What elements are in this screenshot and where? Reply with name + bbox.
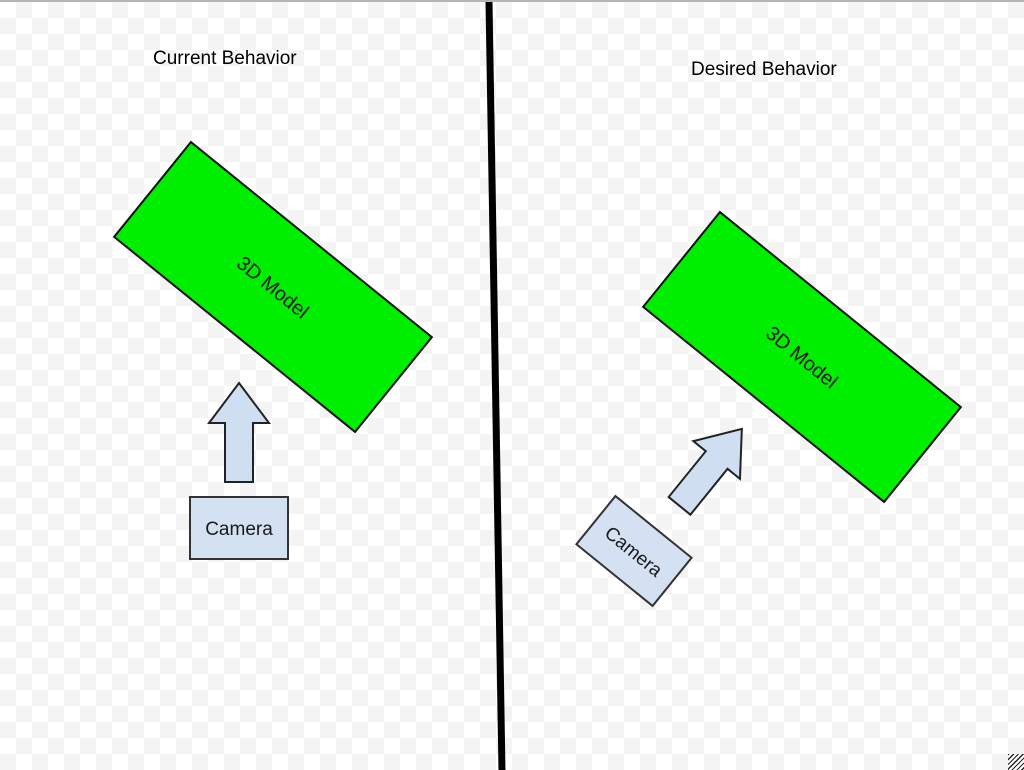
panel-title-desired: Desired Behavior — [691, 59, 837, 80]
view-arrow-shape-current[interactable] — [207, 381, 271, 483]
camera-box-shape-desired[interactable] — [575, 494, 693, 608]
view-arrow-desired[interactable] — [656, 410, 765, 525]
panel-current: 3D Model Camera — [112, 140, 434, 560]
panel-divider-line — [485, 2, 506, 770]
camera-box-desired[interactable]: Camera — [575, 494, 693, 608]
model-rect-shape-desired[interactable] — [641, 210, 963, 504]
model-rect-desired[interactable]: 3D Model — [641, 210, 963, 504]
model-rect-current[interactable]: 3D Model — [112, 140, 434, 434]
view-arrow-shape-desired[interactable] — [656, 410, 765, 525]
camera-box-current[interactable]: Camera — [189, 496, 289, 560]
view-arrow-current[interactable] — [207, 381, 271, 483]
camera-box-shape-current[interactable] — [189, 496, 289, 560]
resize-handle-icon[interactable] — [1008, 754, 1024, 770]
model-rect-shape-current[interactable] — [112, 140, 434, 434]
camera-box-label-current: Camera — [205, 519, 273, 540]
panel-desired: 3D Model Camera — [575, 210, 963, 608]
panel-title-current: Current Behavior — [153, 48, 297, 69]
